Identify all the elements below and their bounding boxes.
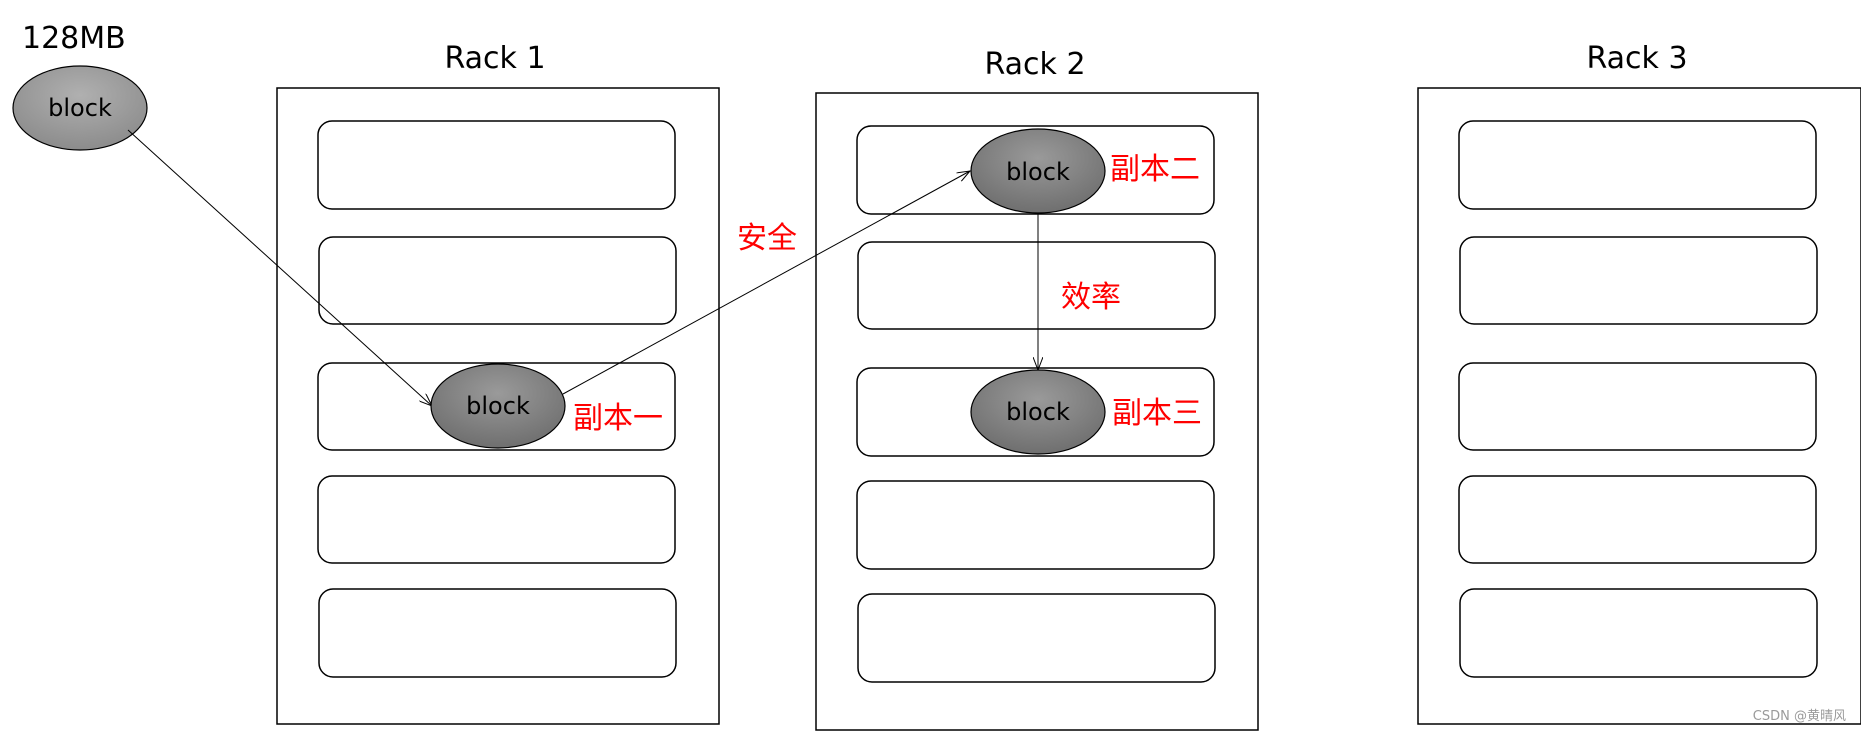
rack-1-node-1 bbox=[317, 120, 676, 210]
replica-2-tag: 副本二 bbox=[1110, 152, 1200, 187]
arrow-replica-1-to-replica-2 bbox=[562, 171, 970, 395]
block-size-label: 128MB bbox=[22, 21, 126, 56]
replica-2-block-label: block bbox=[1006, 158, 1070, 186]
rack-3-node-5 bbox=[1459, 588, 1818, 678]
rack-3-title: Rack 3 bbox=[1586, 41, 1687, 76]
replica-3-tag: 副本三 bbox=[1112, 396, 1202, 431]
rack-3-node-4 bbox=[1458, 475, 1817, 564]
replica-3-block-label: block bbox=[1006, 398, 1070, 426]
replica-2-block bbox=[970, 128, 1106, 214]
rack-3-node-2 bbox=[1459, 236, 1818, 325]
rack-1-node-2 bbox=[318, 236, 677, 325]
rack-2-node-4 bbox=[856, 480, 1215, 570]
rack-1-title: Rack 1 bbox=[444, 41, 545, 76]
rack-2-title: Rack 2 bbox=[984, 47, 1085, 82]
rack-2-node-2 bbox=[857, 241, 1216, 330]
annotation-efficiency: 效率 bbox=[1061, 280, 1121, 315]
replica-1-block-label: block bbox=[466, 392, 530, 420]
annotation-safety: 安全 bbox=[737, 221, 797, 256]
replica-1-block bbox=[430, 363, 566, 449]
rack-3-node-1 bbox=[1458, 120, 1817, 210]
source-block bbox=[12, 65, 148, 151]
rack-2-node-5 bbox=[857, 593, 1216, 683]
arrow-source-to-replica-1 bbox=[127, 129, 432, 406]
replica-3-block bbox=[970, 369, 1106, 455]
source-block-label: block bbox=[48, 94, 112, 122]
watermark: CSDN @黄晴风 bbox=[1753, 709, 1846, 724]
rack-3-node-3 bbox=[1458, 362, 1817, 451]
rack-1-node-5 bbox=[318, 588, 677, 678]
rack-1-node-4 bbox=[317, 475, 676, 564]
replica-1-tag: 副本一 bbox=[573, 401, 663, 436]
